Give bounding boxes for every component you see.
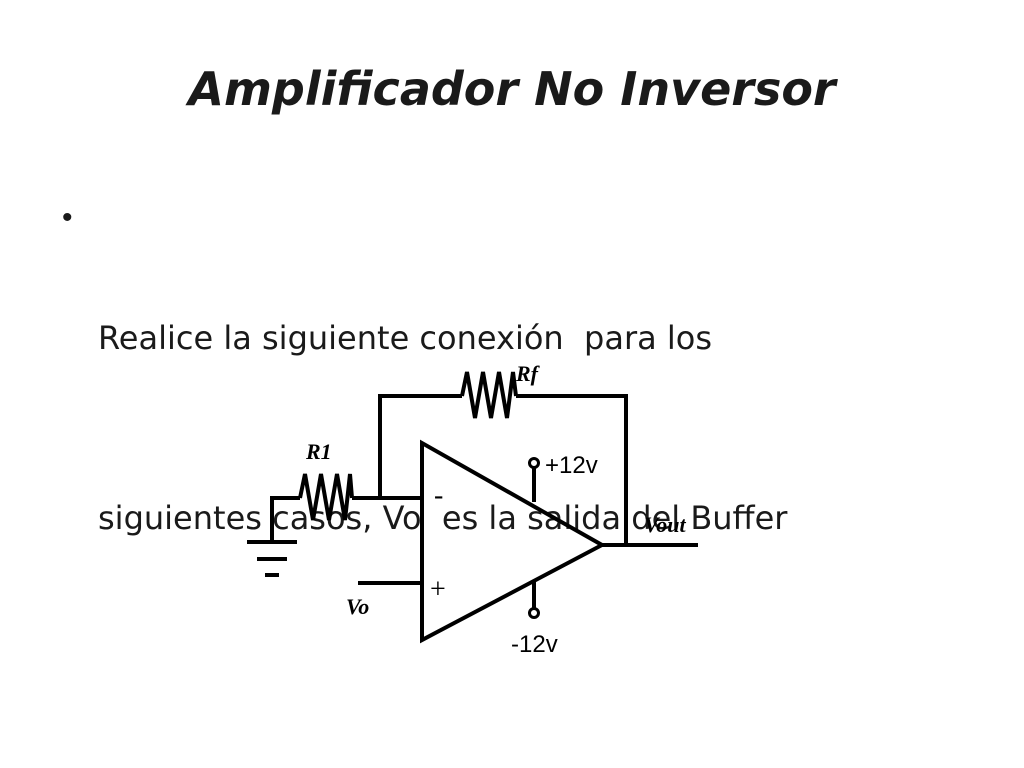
bullet-item: • Realice la siguiente conexión para los… xyxy=(62,188,922,668)
bullet-text: Realice la siguiente conexión para los s… xyxy=(98,188,787,668)
bullet-line-1: Realice la siguiente conexión para los xyxy=(98,319,713,357)
rf-resistor xyxy=(460,371,518,419)
negative-supply-terminal xyxy=(528,607,540,619)
bullet-dot-icon: • xyxy=(62,201,73,234)
positive-supply-label: +12v xyxy=(545,452,598,479)
ground-wire xyxy=(270,496,300,540)
positive-supply-terminal xyxy=(528,457,540,469)
slide-title: Amplificador No Inversor xyxy=(188,62,836,116)
vout-label: Vout xyxy=(644,512,686,537)
r1-resistor xyxy=(298,473,354,521)
vo-label: Vo xyxy=(346,594,369,619)
op-amp-triangle xyxy=(420,439,607,644)
circuit-wires xyxy=(247,371,698,644)
inverting-input-sign: - xyxy=(434,480,443,511)
noninverting-input-sign: + xyxy=(430,574,446,605)
rf-label: Rf xyxy=(515,361,541,386)
feedback-wire-right xyxy=(516,394,628,545)
r1-label: R1 xyxy=(305,439,332,464)
feedback-wire-left xyxy=(378,394,462,498)
negative-supply-label: -12v xyxy=(511,631,558,658)
bullet-line-2: siguientes casos, Vo es la salida del Bu… xyxy=(98,499,788,537)
